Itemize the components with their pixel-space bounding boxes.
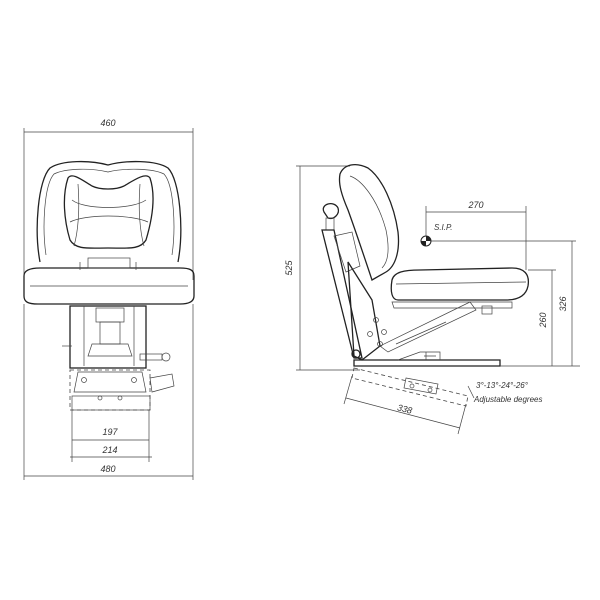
dim-base-214: 214 <box>101 445 117 455</box>
dim-height-260: 260 <box>538 312 548 328</box>
dim-height-525: 525 <box>284 260 294 276</box>
dim-bottom-width: 480 <box>100 464 115 474</box>
angle-caption: Adjustable degrees <box>473 395 543 404</box>
side-seat-cushion <box>390 267 530 315</box>
dim-sip-270: 270 <box>467 200 483 210</box>
side-view: 525 <box>284 163 580 435</box>
front-view: 460 <box>23 118 195 480</box>
front-seat-cushion <box>23 257 195 305</box>
dim-height-326: 326 <box>558 296 568 311</box>
side-frame <box>321 229 477 361</box>
side-backrest <box>338 163 400 281</box>
front-backrest <box>36 160 182 263</box>
sip-label: S.I.P. <box>434 223 453 232</box>
front-suspension-mechanism <box>62 305 175 411</box>
side-adjust-knob <box>322 202 340 231</box>
dim-base-197: 197 <box>102 427 118 437</box>
dim-top-width: 460 <box>100 118 115 128</box>
angle-values: 3°-13°-24°-26° <box>476 381 529 390</box>
sip-marker <box>420 235 432 247</box>
dim-slide-338: 338 <box>396 402 413 415</box>
